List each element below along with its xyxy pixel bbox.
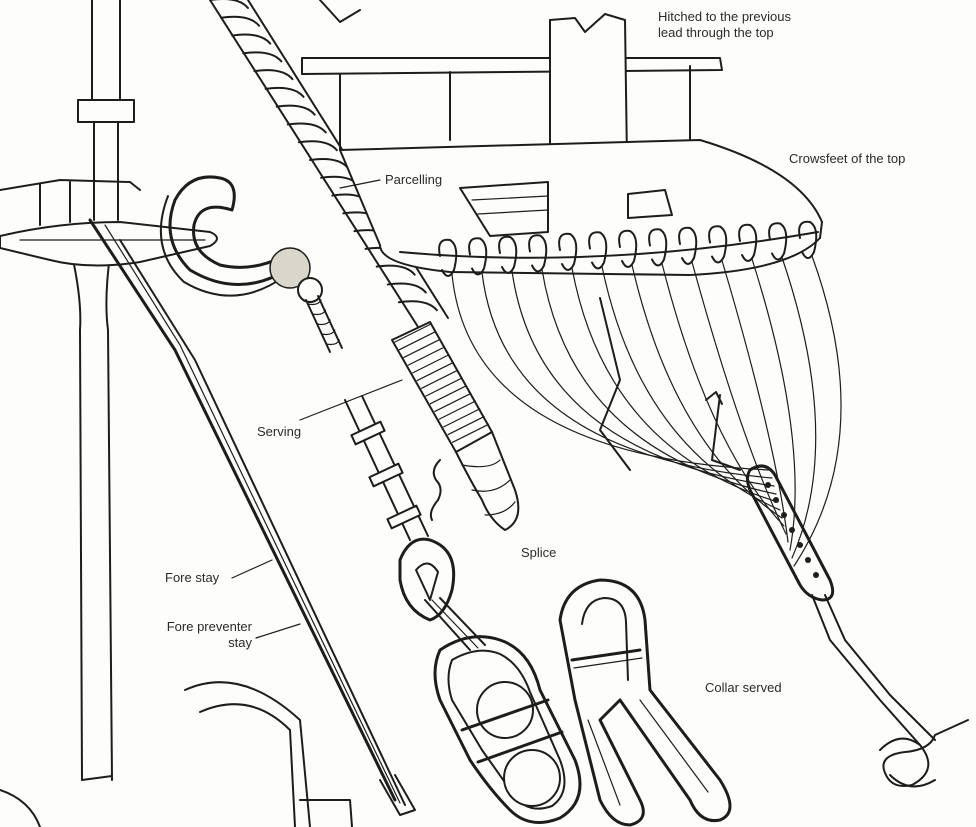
label-fore-preventer-stay: Fore preventer stay	[160, 619, 252, 651]
euphroe-hole	[797, 542, 803, 548]
crowsfoot-line	[794, 256, 841, 566]
serving-wrap	[422, 370, 458, 388]
label-fore-preventer-line2: stay	[228, 635, 252, 650]
crowsfoot-loop	[499, 237, 516, 273]
label-serving: Serving	[257, 424, 302, 439]
serving-wrap	[395, 324, 431, 342]
euphroe-hole	[805, 557, 811, 563]
fore-top-platform	[0, 180, 217, 266]
label-hitched-line1: Hitched to the previous	[658, 9, 791, 24]
serving-wrap	[408, 347, 444, 365]
crowsfeet	[439, 222, 968, 787]
label-parcelling: Parcelling	[385, 172, 443, 187]
crowsfoot-line	[782, 258, 816, 559]
crowsfoot-loop	[649, 229, 666, 265]
crowsfoot-line	[482, 273, 772, 479]
crowsfoot-line	[692, 262, 786, 534]
crowsfoot-loop	[529, 235, 546, 271]
crowsfoot-loop	[769, 223, 786, 259]
leader-lines	[232, 180, 402, 638]
rope-twist	[210, 0, 248, 8]
crowsfoot-line	[512, 271, 774, 486]
euphroe-hole	[773, 497, 779, 503]
serving-wrap	[417, 363, 453, 381]
crowsfoot-line	[542, 270, 776, 495]
crowsfoot-loop	[709, 226, 726, 262]
crowsfoot-loop	[619, 231, 636, 267]
serving-wrap	[399, 332, 435, 350]
rope-twist	[399, 301, 437, 310]
eye-loop	[161, 177, 342, 352]
label-collar-served: Collar served	[705, 680, 782, 695]
crowsfoot-line	[602, 267, 780, 511]
euphroe-hole	[813, 572, 819, 578]
serving-wrap	[426, 378, 462, 396]
rope-twist	[221, 17, 259, 26]
label-hitched: Hitched to the previous lead through the…	[658, 9, 791, 41]
crowsfoot-loop	[799, 222, 816, 258]
crowsfoot-loop	[589, 232, 606, 268]
hull-rim	[0, 682, 352, 827]
crowsfoot-line	[662, 264, 784, 527]
mast	[72, 0, 134, 780]
stem-twist	[326, 340, 339, 345]
rope-twist	[266, 88, 304, 97]
serving-wrap	[404, 339, 440, 357]
rope-twist	[299, 141, 337, 150]
serving-wrap	[448, 417, 484, 435]
rope-twist	[254, 70, 292, 79]
crowsfoot-loop	[679, 228, 696, 264]
euphroe-hole	[765, 482, 771, 488]
fore-stay-lines	[90, 220, 415, 815]
serving-wrap	[444, 409, 480, 427]
crowsfoot-loop	[559, 234, 576, 270]
serving-wrap	[413, 355, 449, 373]
label-hitched-line2: lead through the top	[658, 25, 774, 40]
label-splice: Splice	[521, 545, 557, 560]
crowsfoot-loop	[739, 225, 756, 261]
crowsfoot-line	[572, 268, 778, 502]
top-fragment	[320, 0, 360, 22]
euphroe-hole	[789, 527, 795, 533]
serving-wrap	[439, 401, 475, 419]
rope-twist	[388, 283, 426, 292]
serving-wrap	[435, 393, 471, 411]
crowsfoot-line	[632, 265, 782, 518]
heart-block	[435, 637, 580, 823]
stem-twist	[313, 310, 326, 315]
label-crowsfeet: Crowsfeet of the top	[789, 151, 906, 166]
stem-twist	[322, 330, 335, 335]
label-fore-stay: Fore stay	[165, 570, 220, 585]
rope-twist	[377, 266, 415, 275]
label-fore-preventer-line1: Fore preventer	[166, 619, 252, 634]
serving-wrap	[453, 424, 489, 442]
serving-wrap	[430, 386, 466, 404]
stem-twist	[317, 320, 330, 325]
rope-twist	[277, 106, 315, 115]
stem-twist	[308, 300, 321, 305]
rope-twist	[288, 123, 326, 132]
main-top	[302, 14, 822, 275]
collar	[560, 580, 730, 825]
crowsfoot-loop	[439, 240, 456, 276]
served-stay	[345, 396, 485, 650]
crowsfoot-loop	[469, 238, 486, 274]
rope-twist	[243, 52, 281, 61]
crowsfoot-line	[752, 259, 795, 550]
rope-twist	[232, 35, 270, 44]
euphroe-hole	[781, 512, 787, 518]
